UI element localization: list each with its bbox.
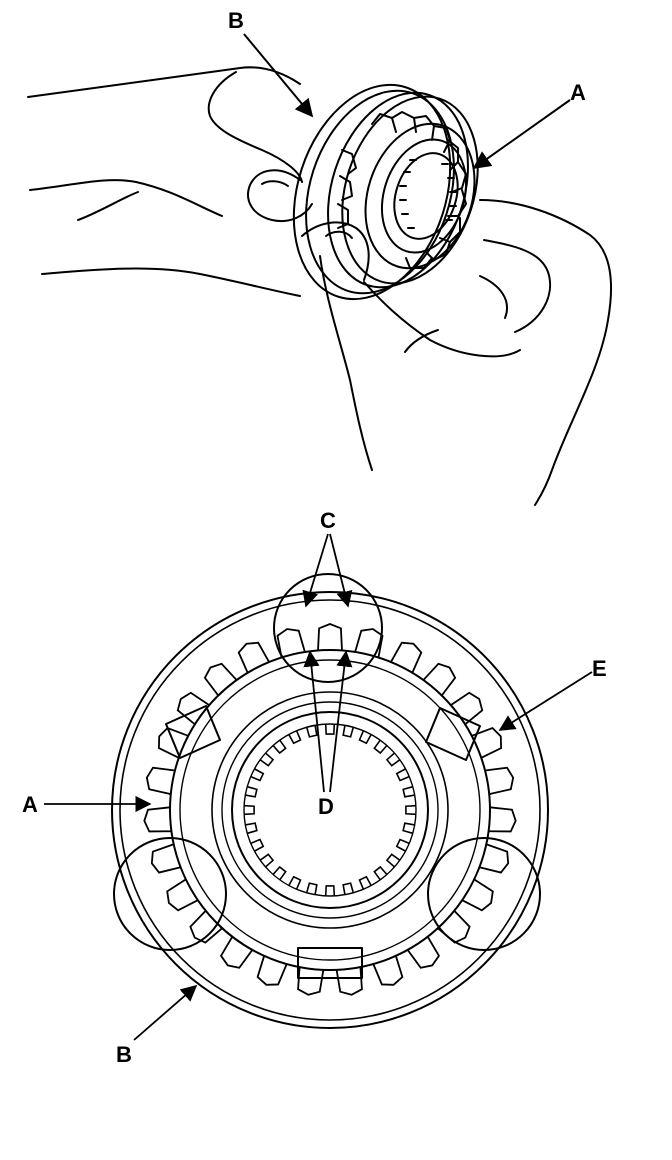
gear-tooth [461,878,494,912]
arrow-c-left [302,533,329,608]
callout-b-top: B [228,8,244,33]
callout-b-bottom: B [116,1042,132,1067]
hub-face-inner [179,659,481,961]
gear-tooth [450,691,484,726]
bore-spline [402,822,415,835]
gear-tooth [256,955,288,986]
gear-tooth [372,955,404,986]
outer-ring-b-inner [119,599,541,1021]
bore-spline [324,724,336,735]
hub-boss-inner [221,701,439,919]
arrow-d-right [329,650,353,793]
gear-tooth [189,910,223,944]
hub-face [169,649,491,971]
bore-spline-root [243,723,417,897]
gear-tooth [354,628,384,658]
gear-tooth [203,662,238,697]
gear-tooth [437,910,471,944]
gear-tooth [157,726,189,759]
highlight-circle-top [273,573,383,683]
bore-spline [288,875,302,890]
gear-tooth [479,843,510,874]
inner-splines [244,724,416,896]
bore-spline [342,882,355,895]
insert-block-bottom [297,947,363,979]
bore-spline [373,865,388,881]
bore-spline [244,804,255,816]
bore-spline [405,804,416,816]
gear-tooth [219,936,254,969]
arrow-b-top [243,33,314,118]
callout-a-bottom: A [22,792,38,817]
arrow-e [498,671,593,731]
left-hand [27,66,313,297]
gear-tooth [297,967,325,996]
callout-a-top: A [570,80,586,105]
highlight-circle-left [113,837,227,951]
bore-spline [245,822,258,835]
gear-tooth [317,623,343,651]
arrow-a-top [472,99,571,170]
gear-tooth [422,662,457,697]
hub-body [364,122,476,270]
bore-spline [259,752,275,767]
bore-spline [305,725,318,738]
gear-tooth [390,641,423,674]
insert-blocks [165,705,481,979]
callout-e: E [592,656,607,681]
bore-spline [342,725,355,738]
bore-spline [245,785,258,798]
outer-ring-b [111,591,549,1029]
bore-spline [250,838,265,852]
gear-tooth [145,766,176,795]
bore-spline [259,853,275,868]
bore-spline [305,882,318,895]
outer-teeth [143,623,517,996]
hub-boss [211,691,449,929]
arrow-b-bottom [133,984,198,1041]
insert-block-left [165,705,221,759]
bottom-illustration: C D E A B [22,508,607,1067]
bore-spline [385,853,401,868]
bore-spline [402,785,415,798]
bore-spline [395,768,410,782]
bore-spline [288,730,302,745]
arrow-d-left [303,650,325,793]
top-illustration: B A [27,8,612,506]
bore-spline [358,875,372,890]
bore-spline [272,865,287,881]
gear-tooth [237,641,270,674]
gear-tooth [150,843,181,874]
bore-spline [373,739,388,755]
insert-block-right [425,707,481,761]
bore-spline [250,768,265,782]
gear-tooth [276,628,306,658]
gear-tooth [166,878,199,912]
highlight-circle-right [427,837,541,951]
bore-spline [272,739,287,755]
bore-spline [385,752,401,767]
callout-c: C [320,508,336,533]
gear-tooth [484,766,515,795]
gear-tooth [406,936,441,969]
bore-spline [358,730,372,745]
gear-tooth [143,806,172,833]
bore-spline [324,885,336,896]
gear-tooth [471,726,503,759]
gear-tooth [488,806,517,833]
gear-tooth [176,691,210,726]
bore-spline [395,838,410,852]
gear-tooth [335,967,363,996]
callout-d: D [318,794,334,819]
arrow-c-right [329,533,353,608]
hub-bore [231,711,429,909]
